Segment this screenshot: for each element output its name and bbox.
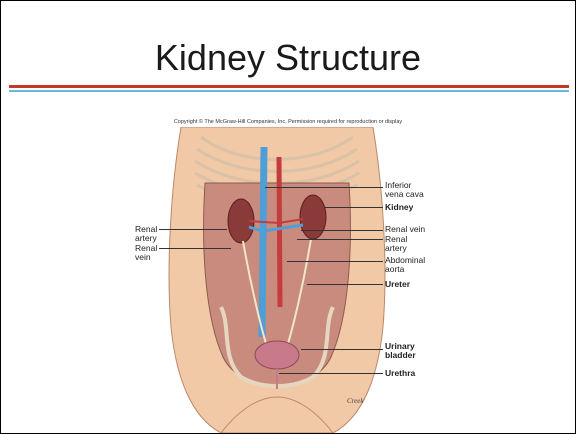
label-renal-artery-left: Renal artery bbox=[135, 225, 157, 243]
leader-inferior-vena-cava bbox=[265, 187, 383, 188]
leader-kidney bbox=[325, 207, 383, 208]
label-renal-vein-left: Renal vein bbox=[135, 244, 157, 262]
label-ureter: Ureter bbox=[385, 280, 410, 289]
label-abdominal-aorta: Abdominal aorta bbox=[385, 256, 425, 274]
leader-renal-vein-left bbox=[159, 248, 231, 249]
label-kidney: Kidney bbox=[385, 203, 413, 212]
title-rule-red bbox=[9, 85, 569, 88]
urinary-bladder bbox=[255, 341, 299, 369]
leader-ureter bbox=[307, 284, 383, 285]
leader-renal-artery-left bbox=[159, 229, 227, 230]
abdominal-aorta bbox=[279, 157, 280, 307]
title-rule-blue bbox=[9, 90, 569, 92]
leader-urethra bbox=[279, 373, 383, 374]
urinary-system-illustration bbox=[161, 127, 393, 433]
label-renal-vein-right: Renal vein bbox=[385, 225, 425, 234]
right-kidney bbox=[300, 195, 326, 239]
label-inferior-vena-cava: Inferior vena cava bbox=[385, 181, 424, 199]
inferior-vena-cava bbox=[262, 147, 264, 337]
leader-abdominal-aorta bbox=[287, 261, 383, 262]
copyright-notice: Copyright © The McGraw-Hill Companies, I… bbox=[1, 119, 575, 125]
label-renal-artery-right: Renal artery bbox=[385, 235, 407, 253]
leader-renal-vein-right bbox=[301, 230, 383, 231]
artist-signature: Creek bbox=[347, 397, 363, 405]
label-urinary-bladder: Urinary bladder bbox=[385, 342, 416, 360]
slide-title: Kidney Structure bbox=[1, 37, 575, 79]
leader-urinary-bladder bbox=[301, 349, 383, 350]
leader-renal-artery-right bbox=[297, 239, 383, 240]
label-urethra: Urethra bbox=[385, 369, 415, 378]
